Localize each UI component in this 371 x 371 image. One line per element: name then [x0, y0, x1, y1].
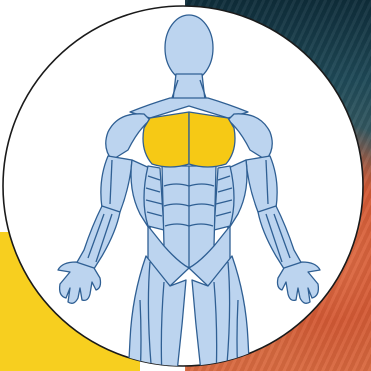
head [165, 15, 213, 81]
oblique-left [144, 166, 164, 230]
pectoral-left [143, 112, 189, 167]
neck [173, 74, 205, 100]
pectorals-highlight [143, 112, 235, 167]
oblique-right [214, 166, 234, 230]
pectoral-right [189, 112, 235, 167]
